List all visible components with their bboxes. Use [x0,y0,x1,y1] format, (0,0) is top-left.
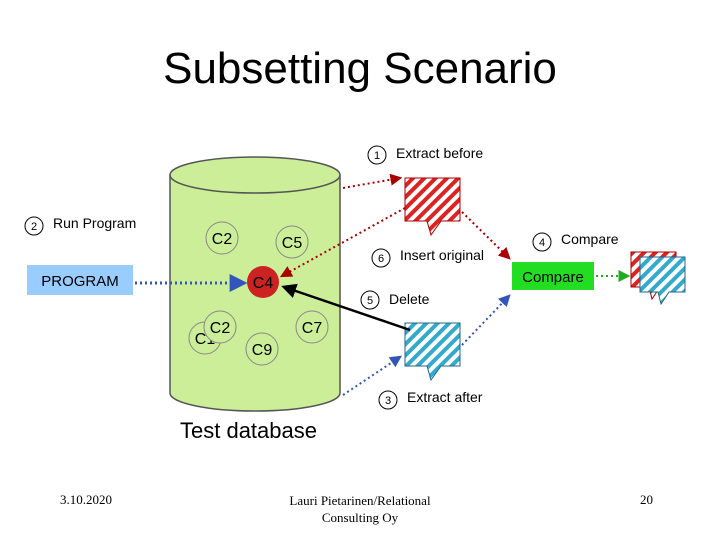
footer-date: 3.10.2020 [60,492,112,507]
compare-box: Compare [512,262,594,290]
database-label: Test database [180,418,317,443]
extract-after-document [404,322,461,382]
slide-title: Subsetting Scenario [163,44,557,93]
table-c9: C9 [245,332,279,366]
step-number-1: 1 [374,150,380,162]
extract-after-arrow [342,355,402,396]
table-c4: C4 [247,266,279,298]
table-c2-lower: C2 [203,310,237,344]
program-label: PROGRAM [41,273,119,290]
step-label-delete: Delete [389,291,430,307]
table-c2-lower-label: C2 [210,320,231,337]
compare-box-label: Compare [522,269,584,286]
extract-before-arrow [342,173,403,189]
compare-before-arrow [461,211,511,260]
step-label-run-program: Run Program [53,215,136,231]
footer-author-line-1: Lauri Pietarinen/Relational [289,493,431,508]
footer-author-line-2: Consulting Oy [321,510,399,525]
step-number-3: 3 [385,395,391,407]
step-4-compare: 4 Compare [532,231,619,252]
delete-arrow [281,283,411,332]
table-c2-top: C2 [205,221,239,255]
table-c2-top-label: C2 [212,231,233,248]
compared-documents [630,251,686,306]
compare-after-arrow [461,294,511,346]
table-c5: C5 [275,225,309,259]
step-number-5: 5 [367,295,373,307]
insert-original-arrow [279,207,406,278]
table-c7-label: C7 [302,320,323,337]
step-number-2: 2 [31,221,37,233]
table-c7: C7 [295,310,329,344]
step-2-run-program: 2 Run Program [24,215,136,236]
step-6-insert-original: 6 Insert original [371,247,484,268]
extract-before-document [404,177,461,237]
step-label-insert-original: Insert original [400,247,484,263]
table-c4-label: C4 [253,275,274,292]
step-3-extract-after: 3 Extract after [378,389,483,410]
step-number-4: 4 [539,237,545,249]
footer-page-number: 20 [640,492,653,507]
footer-author: Lauri Pietarinen/Relational Consulting O… [270,492,450,526]
step-1-extract-before: 1 Extract before [367,145,483,165]
table-c5-label: C5 [282,235,303,252]
table-c9-label: C9 [252,342,273,359]
step-label-extract-after: Extract after [407,389,483,405]
step-label-extract-before: Extract before [396,145,483,161]
step-number-6: 6 [378,253,384,265]
step-5-delete: 5 Delete [360,290,430,310]
step-label-compare: Compare [561,231,619,247]
program-box: PROGRAM [27,265,133,295]
